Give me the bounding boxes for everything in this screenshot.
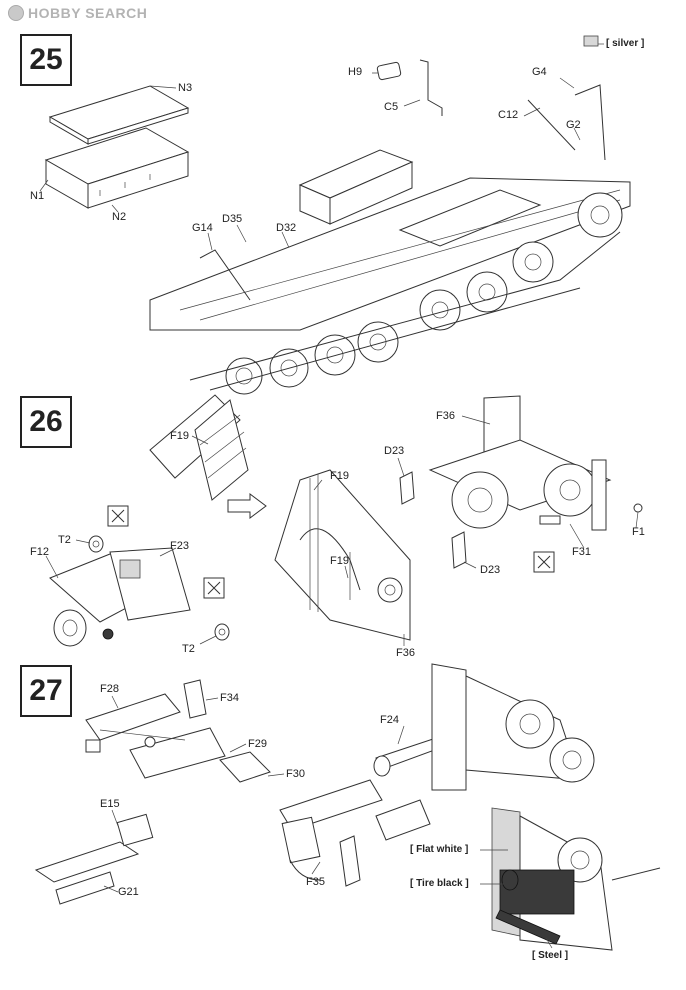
label-f19-a: F19: [170, 430, 189, 442]
label-f30: F30: [286, 768, 305, 780]
mount-unit-step27-bottom: [491, 807, 661, 951]
suspension-f12-f23: [49, 547, 191, 647]
paint-flat-white: [ Flat white ]: [410, 844, 469, 855]
part-e15-g21: [34, 813, 154, 905]
label-c12: C12: [498, 109, 519, 121]
mount-unit-step27-top: [375, 663, 595, 841]
arrow-icon: [227, 493, 267, 519]
label-n2: N2: [112, 211, 127, 223]
part-t2-rings: [88, 535, 230, 641]
watermark-text: HOBBY SEARCH: [28, 5, 148, 21]
label-h9: H9: [348, 66, 363, 78]
label-n3: N3: [178, 82, 193, 94]
watermark: HOBBY SEARCH: [8, 4, 147, 22]
label-f19-b: F19: [330, 470, 349, 482]
label-f12: F12: [30, 546, 49, 558]
cutter-icon: [107, 505, 129, 527]
gun-assembly-f28-f29: [85, 679, 271, 783]
silver-part: [583, 35, 599, 47]
label-f31: F31: [572, 546, 591, 558]
paint-steel: [ Steel ]: [532, 950, 569, 961]
stowage-box-body-n1-n2: [44, 127, 190, 209]
paint-tire-black: [ Tire black ]: [410, 878, 469, 889]
label-g2: G2: [566, 119, 581, 131]
label-f19-c: F19: [330, 555, 349, 567]
label-f36-a: F36: [396, 647, 415, 659]
label-d35: D35: [222, 213, 243, 225]
label-f29: F29: [248, 738, 267, 750]
track-segment-f19: [149, 394, 249, 501]
label-d23-b: D23: [480, 564, 501, 576]
paint-silver: [ silver ]: [606, 38, 645, 49]
label-e15: E15: [100, 798, 120, 810]
label-f34: F34: [220, 692, 239, 704]
tank-road-wheels: [189, 192, 623, 395]
label-g14: G14: [192, 222, 213, 234]
label-g21: G21: [118, 886, 139, 898]
label-n1: N1: [30, 190, 45, 202]
part-h9: [376, 61, 402, 81]
stowage-box-lid-n3: [48, 85, 190, 145]
suspension-unit-f36-right: [399, 395, 643, 569]
label-f1: F1: [632, 526, 645, 538]
breech-f35: [279, 779, 383, 887]
step-26-leaders: [45, 415, 639, 646]
label-f36-b: F36: [436, 410, 455, 422]
label-g4: G4: [532, 66, 547, 78]
label-d32: D32: [276, 222, 297, 234]
label-c5: C5: [384, 101, 399, 113]
label-d23-a: D23: [384, 445, 405, 457]
step-27-leaders: [103, 695, 553, 949]
cutter-icon: [203, 577, 225, 599]
cutter-icon: [533, 551, 555, 573]
label-f24: F24: [380, 714, 399, 726]
label-f35: F35: [306, 876, 325, 888]
step-25-number: 25: [20, 34, 72, 86]
label-t2-b: T2: [182, 643, 195, 655]
label-f28: F28: [100, 683, 119, 695]
part-c5: [419, 59, 443, 116]
step-26-number: 26: [20, 396, 72, 448]
hobby-search-logo-icon: [8, 5, 24, 21]
label-t2-a: T2: [58, 534, 71, 546]
tank-hull: [149, 84, 631, 331]
label-f23: F23: [170, 540, 189, 552]
step-27-number: 27: [20, 665, 72, 717]
bracket-f36-left: [274, 469, 411, 641]
